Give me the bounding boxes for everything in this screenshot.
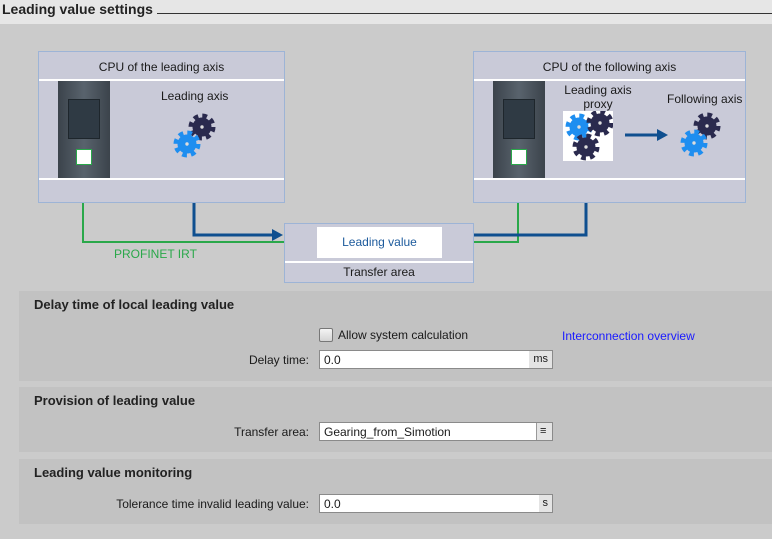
arrow-right-icon: [272, 229, 283, 241]
delay-time-value: 0.0: [324, 353, 341, 367]
provision-section: Provision of leading value Transfer area…: [19, 387, 772, 452]
plc-device-image: [58, 81, 110, 178]
following-cpu-label: CPU of the following axis: [542, 60, 677, 74]
interconnection-overview-link[interactable]: Interconnection overview: [562, 329, 695, 343]
list-picker-icon[interactable]: ≡: [536, 423, 552, 440]
arrow-right-icon: [625, 129, 668, 141]
transfer-area-label: Transfer area:: [234, 425, 309, 439]
divider: [39, 178, 284, 180]
profinet-label: PROFINET IRT: [114, 247, 197, 261]
plc-device-image: [493, 81, 545, 178]
proxy-label-line1: Leading axis: [564, 83, 632, 97]
following-axis-gear-icon: [674, 110, 724, 160]
page-title: Leading value settings: [2, 1, 153, 17]
tolerance-time-unit: s: [538, 495, 552, 512]
delay-time-input[interactable]: 0.0 ms: [319, 350, 553, 369]
profinet-port: [76, 149, 92, 165]
proxy-label: Leading axis proxy: [558, 83, 638, 111]
leading-value-field: Leading value: [317, 227, 442, 258]
delay-time-unit: ms: [529, 351, 552, 368]
leading-axis-proxy-gear-icon: [563, 111, 613, 161]
proxy-label-line2: proxy: [583, 97, 613, 111]
tolerance-time-value: 0.0: [324, 497, 341, 511]
transfer-area-label: Transfer area: [343, 265, 415, 279]
leading-cpu-label: CPU of the leading axis: [98, 60, 225, 74]
allow-system-calculation-label[interactable]: Allow system calculation: [338, 328, 469, 342]
delay-time-label: Delay time:: [248, 353, 309, 367]
divider: [474, 178, 745, 180]
tolerance-time-input[interactable]: 0.0 s: [319, 494, 553, 513]
tolerance-time-label: Tolerance time invalid leading value:: [116, 497, 309, 511]
allow-system-calculation-checkbox[interactable]: [319, 328, 333, 342]
leading-cpu-box: CPU of the leading axis Leading axis: [38, 51, 285, 203]
leading-axis-gear-icon: [169, 110, 219, 160]
transfer-area-box: Leading value Transfer area: [284, 223, 474, 283]
following-cpu-box: CPU of the following axis Leading axis p…: [473, 51, 746, 203]
title-divider: [157, 13, 772, 14]
transfer-area-value: Gearing_from_Simotion: [324, 425, 451, 439]
transfer-area-select[interactable]: Gearing_from_Simotion ≡: [319, 422, 553, 441]
divider: [285, 261, 473, 263]
header-bar: [0, 0, 772, 24]
divider: [39, 79, 284, 81]
profinet-port: [511, 149, 527, 165]
section-title: Provision of leading value: [34, 393, 196, 408]
following-axis-label: Following axis: [667, 92, 743, 106]
section-title: Leading value monitoring: [34, 465, 193, 480]
monitoring-section: Leading value monitoring Tolerance time …: [19, 459, 772, 524]
section-title: Delay time of local leading value: [34, 297, 235, 312]
delay-time-section: Delay time of local leading value Allow …: [19, 291, 772, 381]
divider: [474, 79, 745, 81]
leading-axis-label: Leading axis: [161, 89, 229, 103]
